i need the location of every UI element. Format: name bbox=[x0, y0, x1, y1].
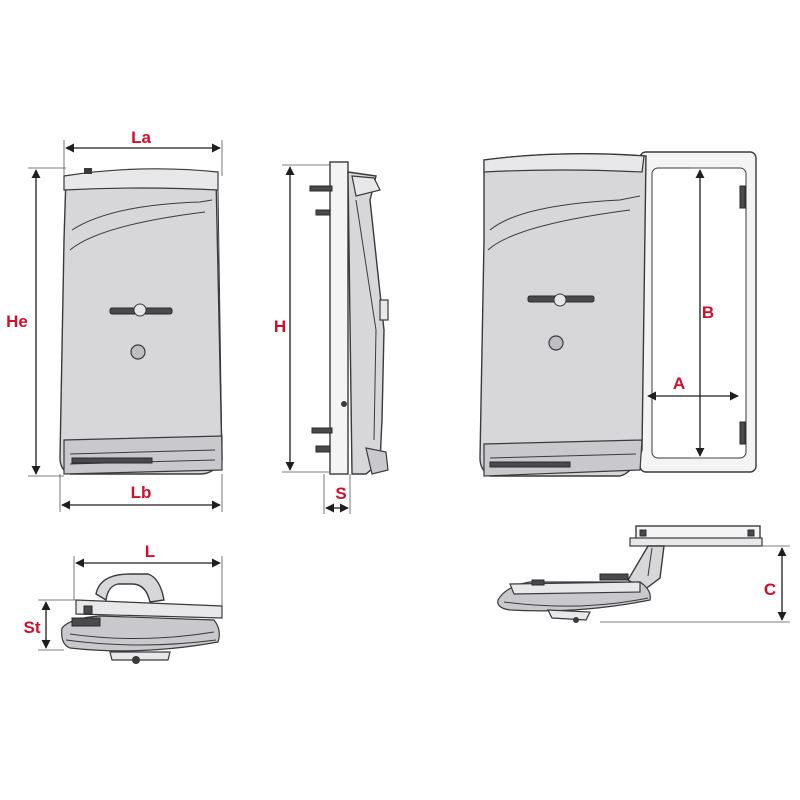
dimension-l: L bbox=[73, 542, 223, 606]
dimension-h: H bbox=[274, 164, 330, 473]
label-he: He bbox=[6, 312, 28, 331]
label-st: St bbox=[24, 618, 41, 637]
dimension-c: C bbox=[600, 545, 790, 623]
top-view bbox=[61, 573, 223, 664]
dimension-st: St bbox=[24, 599, 76, 651]
label-s: S bbox=[335, 484, 346, 503]
dimension-lb: Lb bbox=[59, 474, 223, 512]
label-b: B bbox=[702, 303, 714, 322]
label-c: C bbox=[764, 580, 776, 599]
open-view bbox=[479, 151, 757, 477]
dimension-s: S bbox=[323, 474, 351, 514]
front-view bbox=[59, 168, 223, 475]
label-l: L bbox=[145, 542, 155, 561]
label-la: La bbox=[131, 128, 151, 147]
side-view bbox=[309, 161, 389, 475]
label-a: A bbox=[673, 374, 685, 393]
label-lb: Lb bbox=[131, 483, 152, 502]
dimension-a: A bbox=[647, 374, 739, 401]
dimension-b: B bbox=[690, 167, 720, 459]
dimension-he: He bbox=[6, 167, 66, 477]
dimension-la: La bbox=[63, 128, 223, 176]
open-top-view bbox=[497, 525, 763, 623]
label-h: H bbox=[274, 317, 286, 336]
